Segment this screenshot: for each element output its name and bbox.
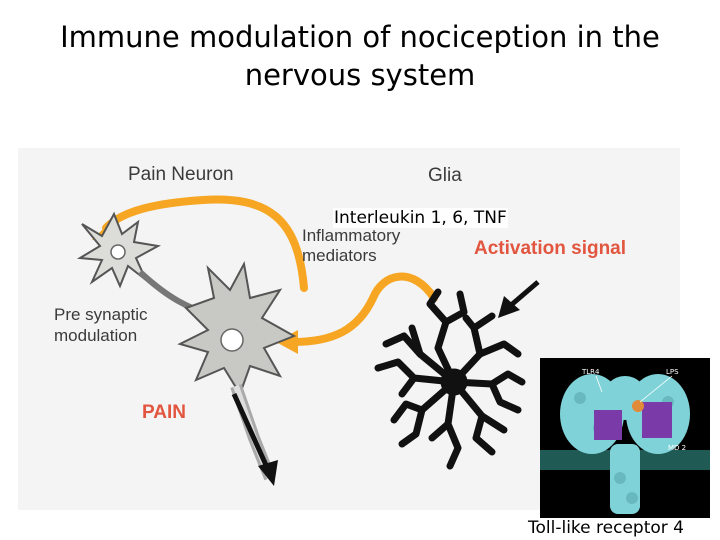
lps-label: LPS xyxy=(666,368,679,376)
pain-neuron-label: Pain Neuron xyxy=(128,164,234,185)
presynaptic-line-2: modulation xyxy=(54,326,138,345)
md2-label: MD 2 xyxy=(668,444,687,452)
activation-signal-label: Activation signal xyxy=(474,238,627,259)
slide-title: Immune modulation of nociception in the … xyxy=(0,18,720,94)
pain-arrowhead xyxy=(258,460,278,486)
orange-arrow-lower xyxy=(289,272,438,346)
presynaptic-modulation-label: Pre synaptic modulation xyxy=(54,304,148,346)
md2-left xyxy=(594,410,622,440)
inflammatory-line-1: Inflammatory xyxy=(302,226,401,245)
title-line-2: nervous system xyxy=(244,58,476,92)
interleukin-annotation: Interleukin 1, 6, TNF xyxy=(333,208,508,228)
lps-pointer xyxy=(639,375,673,403)
tlr4-label: TLR4 xyxy=(582,368,600,376)
md2-right xyxy=(642,402,672,438)
tlr4-pointer xyxy=(595,375,603,393)
presynaptic-line-1: Pre synaptic xyxy=(54,305,148,324)
pain-arrow xyxy=(231,392,273,476)
glia-label: Glia xyxy=(428,165,462,186)
tlr4-illustration xyxy=(540,358,710,518)
activation-arrow xyxy=(508,280,540,308)
microglia-cell xyxy=(374,288,526,470)
activation-arrowhead xyxy=(498,296,520,318)
tlr4-caption: Toll-like receptor 4 xyxy=(528,518,684,538)
inflammatory-mediators-label: Inflammatory mediators xyxy=(302,226,400,266)
inflammatory-line-2: mediators xyxy=(302,246,377,265)
pain-label: PAIN xyxy=(142,402,186,423)
lps-molecule xyxy=(632,400,644,412)
title-line-1: Immune modulation of nociception in the xyxy=(60,20,660,54)
orange-arrow-upper xyxy=(102,195,308,292)
tlr4-structure-image: TLR4 LPS MD 2 xyxy=(540,358,710,518)
